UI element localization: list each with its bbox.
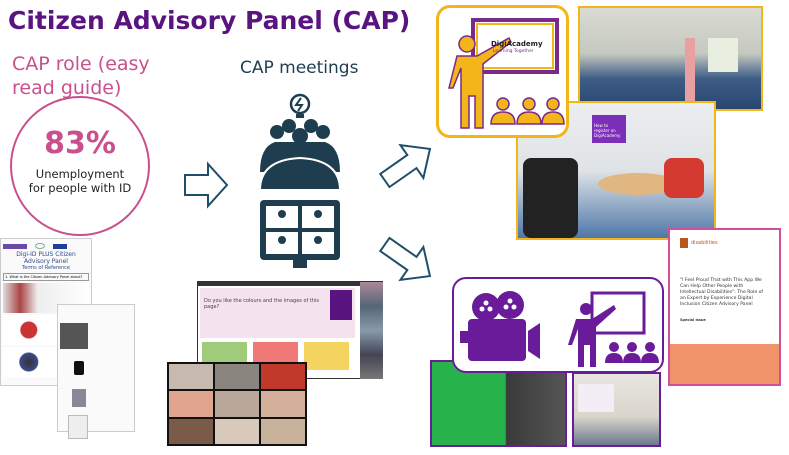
arrow-right-icon <box>184 161 229 209</box>
video-training-icon-card <box>452 277 664 373</box>
arrow-up-right-icon <box>378 143 432 189</box>
cap-role-line2: read guide) <box>12 77 122 99</box>
meeting-icon <box>258 93 342 268</box>
zoom-gallery-screenshot <box>167 362 307 446</box>
arrow-down-right-icon <box>378 236 432 282</box>
classroom-screen-text: How to register on DigiAcademy <box>592 115 626 143</box>
stat-label: Unemployment for people with ID <box>28 167 132 195</box>
cap-role-line1: CAP role (easy <box>12 53 150 75</box>
digiacademy-logo: DigiAcademy <box>491 40 543 48</box>
journal-paper-cover: disabilities "I Feel Proud That with Thi… <box>668 228 781 386</box>
teacher-icon-card: DigiAcademy Learning Together <box>436 5 569 138</box>
terms-doc-subtitle: Terms of Reference <box>22 265 70 271</box>
trainer-presentation-icon <box>568 291 659 367</box>
stat-circle: 83% Unemployment for people with ID <box>10 96 150 236</box>
stat-value: 83% <box>44 126 116 161</box>
photo-classroom-session <box>578 6 763 111</box>
photo-presentation-room <box>572 372 661 447</box>
terms-doc-title: Digi-ID PLUS Citizen Advisory Panel <box>16 251 76 265</box>
feedback-question: Do you like the colours and the images o… <box>200 288 355 338</box>
digiacademy-tagline: Learning Together <box>493 49 534 54</box>
easy-read-doc-page2 <box>57 304 135 439</box>
video-camera-icon <box>460 291 540 361</box>
special-issue-label: Special Issue <box>680 318 706 322</box>
terms-doc-section: 1. What is the Citizen Advisory Panel ab… <box>3 273 89 281</box>
journal-name: disabilities <box>691 240 718 246</box>
slide-title: Citizen Advisory Panel (CAP) <box>8 6 411 35</box>
paper-title: "I Feel Proud That with This App We Can … <box>680 278 764 307</box>
cap-meetings-heading: CAP meetings <box>240 58 359 78</box>
teacher-presentation-icon <box>448 18 565 129</box>
photo-green-screen-filming <box>430 360 567 447</box>
